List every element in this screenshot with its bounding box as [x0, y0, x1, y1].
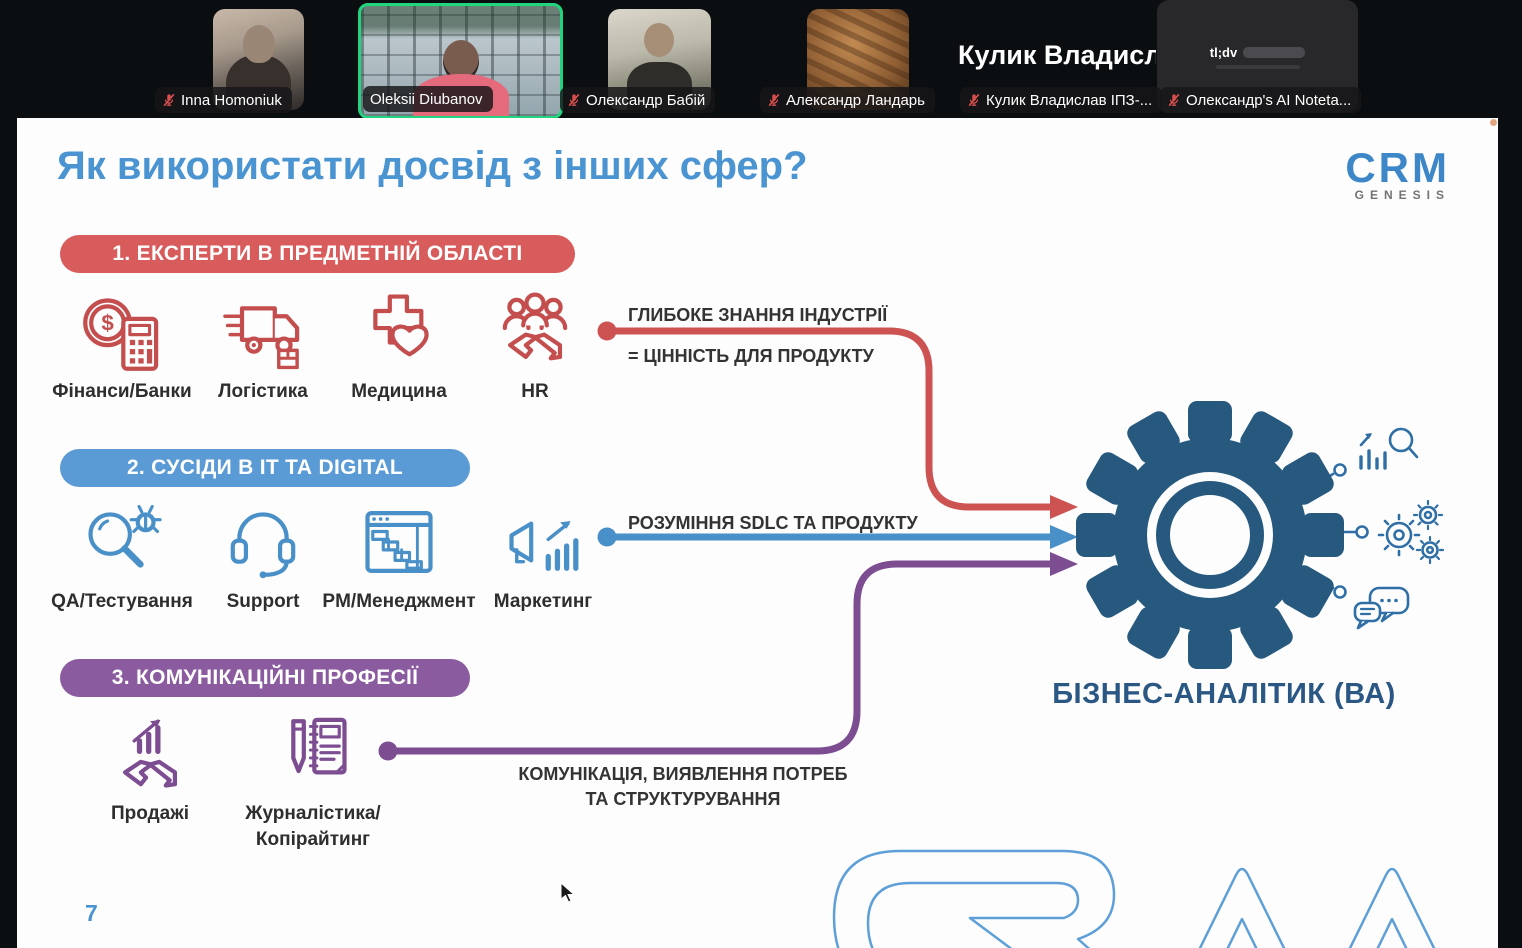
pm-management-icon	[365, 511, 433, 573]
gears-icon	[1377, 499, 1445, 565]
slide-item-logistics: Логістика	[188, 290, 338, 405]
arrow-3-caption-line2: ТА СТРУКТУРУВАННЯ	[585, 789, 781, 809]
slide-item-marketing: Маркетинг	[458, 500, 628, 615]
crm-logo-text: CRM	[1345, 144, 1450, 191]
item-label-line2: Копірайтинг	[255, 829, 371, 850]
marketing-icon	[509, 521, 579, 571]
annotation-dot	[1490, 119, 1497, 126]
slide-item-finance-banks: $ Фінанси/Банки	[47, 290, 197, 405]
participant-name: Кулик Владислав ІПЗ-...	[986, 91, 1153, 109]
participant-name: Oleksii Diubanov	[370, 90, 483, 108]
muted-mic-icon	[968, 93, 980, 107]
business-analyst-label: БІЗНЕС-АНАЛІТИК (ВА)	[1052, 678, 1396, 710]
arrow-2-caption: РОЗУМІННЯ SDLC ТА ПРОДУКТУ	[628, 506, 918, 541]
item-label: Продажі	[111, 803, 189, 824]
muted-mic-icon	[1168, 93, 1180, 107]
participant-name: Александр Ландарь	[786, 91, 925, 109]
gear-graphic	[1076, 401, 1344, 669]
item-label: HR	[521, 381, 549, 402]
participant-name-label: Кулик Владислав ІПЗ-...	[960, 87, 1163, 113]
item-label: Медицина	[351, 381, 447, 402]
slide-item-pm-management: PM/Менеджмент	[314, 500, 484, 615]
analytics-icon	[1359, 427, 1419, 470]
item-label: Маркетинг	[493, 591, 593, 612]
hr-icon	[502, 292, 568, 361]
arrow-1-caption-line1: ГЛИБОКЕ ЗНАННЯ ІНДУСТРІЇ	[628, 305, 888, 325]
participant-name-label: Александр Ландарь	[760, 87, 935, 113]
medicine-icon	[373, 294, 429, 357]
mouse-cursor	[560, 882, 576, 903]
participant-photo-head	[644, 23, 674, 57]
arrow-3-caption-line1: КОМУНІКАЦІЯ, ВИЯВЛЕННЯ ПОТРЕБ	[518, 764, 848, 784]
logistics-icon	[223, 306, 300, 370]
slide-item-support: Support	[178, 500, 348, 615]
item-label: PM/Менеджмент	[322, 591, 476, 612]
section-3-badge: 3. КОМУНІКАЦІЙНІ ПРОФЕСІЇ	[60, 659, 470, 697]
slide-title: Як використати досвід з інших сфер?	[57, 144, 808, 188]
journalism-copywriting-icon	[291, 717, 347, 775]
slide-item-sales: Продажі	[65, 712, 235, 827]
participant-name: Олександр Бабій	[586, 91, 706, 109]
participant-name-label: Олександр Бабій	[560, 87, 716, 113]
arrow-1-caption-line2: = ЦІННІСТЬ ДЛЯ ПРОДУКТУ	[628, 346, 874, 366]
participant-name-label: Inna Homoniuk	[155, 87, 292, 113]
participant-photo-head	[243, 25, 275, 63]
participant-name-label: Oleksii Diubanov	[363, 86, 493, 112]
item-label: Журналістика/	[245, 803, 381, 824]
qa-testing-icon	[88, 504, 162, 568]
item-label: QA/Тестування	[51, 591, 193, 612]
tldv-logo: tl;dv	[1209, 44, 1238, 60]
crm-genesis-logo: CRM GENESIS	[1305, 144, 1450, 203]
item-label: Логістика	[218, 381, 308, 402]
slide-item-hr: HR	[460, 290, 610, 405]
slide-item-journalism: Журналістика/ Копірайтинг	[228, 712, 398, 853]
participant-name: Inna Homoniuk	[181, 91, 282, 109]
slide-item-qa-testing: QA/Тестування	[37, 500, 207, 615]
sales-icon	[122, 719, 178, 788]
arrow-3-caption: КОМУНІКАЦІЯ, ВИЯВЛЕННЯ ПОТРЕБ ТА СТРУКТУ…	[513, 762, 853, 812]
section-1-badge: 1. ЕКСПЕРТИ В ПРЕДМЕТНІЙ ОБЛАСТІ	[60, 235, 575, 273]
muted-mic-icon	[568, 93, 580, 107]
crm-watermark	[832, 849, 1436, 948]
support-icon	[230, 512, 296, 579]
arrow-2-caption-line1: РОЗУМІННЯ SDLC ТА ПРОДУКТУ	[628, 513, 918, 533]
item-label: Support	[226, 591, 300, 612]
slide-item-medicine: Медицина	[324, 290, 474, 405]
muted-mic-icon	[768, 93, 780, 107]
page-number: 7	[85, 900, 98, 926]
shared-screen-slide: Як використати досвід з інших сфер? CRM …	[17, 118, 1498, 948]
svg-text:$: $	[101, 311, 114, 336]
muted-mic-icon	[163, 93, 175, 107]
participant-tile-kulyk-display-name[interactable]: Кулик Владисл...	[958, 40, 1156, 70]
participant-name: Олександр's AI Noteta...	[1186, 91, 1352, 109]
participant-name-label: Олександр's AI Noteta...	[1160, 87, 1362, 113]
section-2-badge: 2. СУСІДИ В IT ТА DIGITAL	[60, 449, 470, 487]
tldv-badge	[1243, 46, 1306, 58]
arrow-1-caption: ГЛИБОКЕ ЗНАННЯ ІНДУСТРІЇ = ЦІННІСТЬ ДЛЯ …	[628, 298, 887, 374]
finance-banks-icon: $	[83, 298, 159, 371]
tldv-subtext	[1215, 64, 1300, 69]
genesis-logo-text: GENESIS	[1354, 188, 1450, 202]
chat-icon	[1353, 586, 1410, 630]
item-label: Фінанси/Банки	[52, 381, 192, 402]
